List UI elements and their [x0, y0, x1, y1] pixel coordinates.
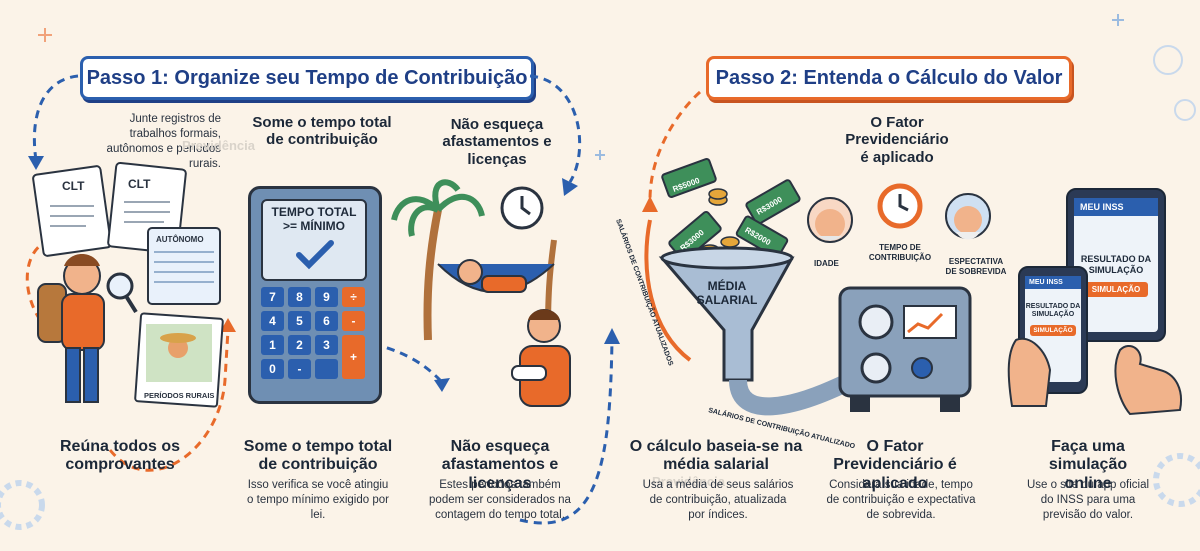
- factor-label-1-line2: CONTRIBUIÇÃO: [869, 253, 931, 262]
- gear-icon: [1153, 453, 1200, 507]
- col3-heading: Não esqueça afastamentos e licenças: [441, 438, 559, 492]
- calc-key: -: [342, 311, 365, 331]
- salary-funnel-illustration: R$5000 R$3000 R$3000 R$2000 MÉDIA SALARI…: [614, 158, 857, 451]
- col5-heading: O Fator Previdenciário é aplicado: [833, 438, 957, 492]
- calculator: TEMPO TOTAL >= MÍNIMO 7 8 9 ÷ 4 5 6 - 1 …: [248, 186, 382, 404]
- phone-button[interactable]: SIMULAÇÃO: [1030, 324, 1076, 336]
- calc-key: -: [288, 359, 311, 379]
- phone-header: MEU INSS: [1025, 276, 1081, 289]
- col2-desc: Isso verifica se você atingiu o tempo mí…: [247, 479, 389, 521]
- col5-title: O Fator Previdenciário é aplicado: [845, 114, 949, 166]
- elderly-man-icon: [807, 197, 853, 243]
- sparkle-icon: [595, 14, 1124, 160]
- col1-heading: Reúna todos os comprovantes: [59, 438, 180, 474]
- hand-icon: [1007, 337, 1052, 407]
- col3-desc: Estes períodos também podem ser consider…: [429, 479, 571, 521]
- calc-key: 2: [288, 335, 311, 355]
- hand-icon: [1114, 345, 1182, 416]
- factor-machine-illustration: IDADE TEMPO DE CONTRIBUIÇÃO ESPECTATIVA …: [807, 183, 1007, 412]
- funnel-icon: [658, 246, 795, 382]
- calc-key: 8: [288, 287, 311, 307]
- doc-label-clt-1: CLT: [62, 179, 85, 193]
- tablet-result: RESULTADO DA SIMULAÇÃO: [1080, 254, 1152, 275]
- factor-label-0: IDADE: [814, 259, 840, 268]
- doc-label-rural: PERÍODOS RURAIS: [144, 391, 214, 400]
- calc-key: ÷: [342, 287, 365, 307]
- money-note-icon: R$5000: [661, 158, 717, 198]
- step1-note: Junte registros de trabalhos formais, au…: [106, 113, 221, 170]
- sparkle-icon: [38, 28, 52, 42]
- vacation-illustration: [391, 179, 571, 407]
- arc-label: SALÁRIOS DE CONTRIBUIÇÃO ATUALIZADOS: [614, 218, 676, 368]
- step1-banner: Passo 1: Organize seu Tempo de Contribui…: [80, 56, 534, 100]
- tablet-header: MEU INSS: [1074, 198, 1158, 216]
- tablet-screen: MEU INSS RESULTADO DA SIMULAÇÃO SIMULAÇÃ…: [1074, 198, 1158, 332]
- calculator-screen-text: TEMPO TOTAL >= MÍNIMO: [271, 205, 357, 233]
- col2-heading: Some o tempo total de contribuição: [243, 438, 393, 474]
- injured-person-icon: [511, 309, 571, 407]
- pipe-icon: [729, 371, 857, 416]
- calc-key: 4: [261, 311, 284, 331]
- calc-key: 3: [315, 335, 338, 355]
- tablet-button[interactable]: SIMULAÇÃO: [1084, 281, 1148, 297]
- calc-key: 7: [261, 287, 284, 307]
- calc-key: 0: [261, 359, 284, 379]
- coin-icon: [1153, 45, 1183, 75]
- money-note-icon: R$3000: [745, 179, 801, 225]
- lightbulb-icon: [1174, 99, 1196, 121]
- col2-title: Some o tempo total de contribuição: [252, 114, 392, 149]
- hammock-icon: [437, 259, 555, 293]
- autonomo-document-icon: AUTÔNOMO: [147, 227, 221, 305]
- watermark: Previdência: [652, 474, 725, 489]
- person-backpack-icon: [37, 254, 105, 403]
- watermark: Previdência: [182, 138, 255, 153]
- clt-document-icon: CLT: [32, 165, 112, 257]
- documents-illustration: CLT CLT AUTÔNOMO PERÍODOS RURAIS: [32, 161, 224, 408]
- funnel-label: MÉDIA: [708, 278, 747, 293]
- col5-desc: Considera sua idade, tempo de contribuiç…: [826, 479, 976, 521]
- col6-desc: Use o site ou app oficial do INSS para u…: [1026, 479, 1150, 521]
- factor-label-2-line2: DE SOBREVIDA: [946, 267, 1007, 276]
- col3-title: Não esqueça afastamentos e licenças: [442, 116, 552, 168]
- col6-heading: Faça uma simulação online: [1048, 438, 1128, 492]
- doc-label-clt-2: CLT: [128, 177, 151, 191]
- col4-heading: O cálculo baseia-se na média salarial: [629, 438, 803, 474]
- money-note-icon: R$2000: [735, 215, 789, 259]
- magnifier-icon: [106, 272, 138, 314]
- stopwatch-icon: [877, 183, 923, 229]
- checkmark-icon: [296, 240, 334, 270]
- step2-banner: Passo 2: Entenda o Cálculo do Valor: [706, 56, 1072, 100]
- doc-label-autonomo: AUTÔNOMO: [156, 235, 204, 244]
- calc-key: 6: [315, 311, 338, 331]
- calc-key: 5: [288, 311, 311, 331]
- rural-photo-icon: PERÍODOS RURAIS: [134, 312, 224, 408]
- factor-label-2-line1: ESPECTATIVA: [949, 257, 1003, 266]
- svg-text:SALARIAL: SALARIAL: [697, 293, 758, 307]
- calc-key: 9: [315, 287, 338, 307]
- factor-label-1-line1: TEMPO DE: [879, 243, 921, 252]
- calc-key: [315, 359, 338, 379]
- machine-icon: [838, 286, 972, 412]
- gear-icon: [0, 480, 45, 530]
- calculator-keypad: 7 8 9 ÷ 4 5 6 - 1 2 3 + 0 -: [261, 287, 367, 379]
- calc-key: 1: [261, 335, 284, 355]
- calculator-screen: TEMPO TOTAL >= MÍNIMO: [261, 199, 367, 281]
- col4-desc: Usa a média de seus salários de contribu…: [642, 479, 794, 521]
- phone-result: RESULTADO DA SIMULAÇÃO: [1025, 303, 1081, 319]
- calc-key: +: [342, 335, 365, 379]
- elderly-woman-icon: [945, 193, 991, 240]
